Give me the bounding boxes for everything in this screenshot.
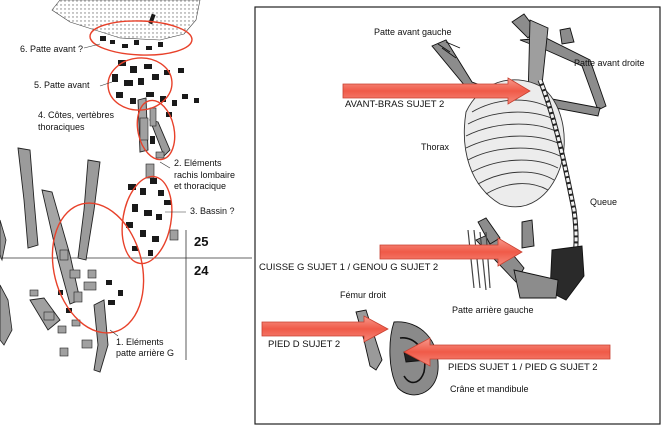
label-femur-droit: Fémur droit xyxy=(340,290,387,300)
arrow-pieds xyxy=(403,337,611,367)
grid-number-24: 24 xyxy=(194,263,209,278)
bone-fragments-grey xyxy=(29,107,179,357)
sediment-area xyxy=(51,0,201,41)
grid-number-25: 25 xyxy=(194,234,209,249)
label-patte-avant-gauche: Patte avant gauche xyxy=(374,27,452,37)
label-bassin: 3. Bassin ? xyxy=(190,206,235,216)
mandible xyxy=(399,337,426,384)
arrow-avant-bras xyxy=(342,77,531,105)
long-bone xyxy=(17,147,39,249)
label-thorax: Thorax xyxy=(421,142,450,152)
arrow-label-pied-d: PIED D SUJET 2 xyxy=(268,339,341,350)
label-elements-line1: 1. Eléments xyxy=(116,337,164,347)
label-rachis-line2: rachis lombaire xyxy=(174,170,236,180)
long-bone xyxy=(93,299,109,373)
arrow-label-cuisse: CUISSE G SUJET 1 / GENOU G SUJET 2 xyxy=(259,262,439,273)
long-bone xyxy=(77,159,101,261)
arrow-cuisse xyxy=(379,237,523,267)
label-cotes-line1: 4. Côtes, vertèbres xyxy=(38,110,115,120)
arrow-pied-d xyxy=(261,315,389,343)
label-cotes-line2: thoraciques xyxy=(38,122,85,132)
arrow-label-avant-bras: AVANT-BRAS SUJET 2 xyxy=(345,99,445,110)
red-arrows xyxy=(261,77,611,367)
ribcage xyxy=(463,79,565,208)
arrow-label-pieds: PIEDS SUJET 1 / PIED G SUJET 2 xyxy=(448,362,598,373)
label-patte-avant: 5. Patte avant xyxy=(34,80,90,90)
label-elements-line2: patte arrière G xyxy=(116,348,175,358)
label-patte-arriere-gauche: Patte arrière gauche xyxy=(452,305,534,315)
label-rachis-line1: 2. Eléments xyxy=(174,158,222,168)
leader-lines xyxy=(83,43,186,337)
annotation-ellipses xyxy=(51,20,193,334)
label-crane: Crâne et mandibule xyxy=(450,384,529,394)
edge-bone xyxy=(0,284,13,346)
right-panel xyxy=(254,6,661,425)
left-panel xyxy=(0,0,252,373)
label-patte-avant-q: 6. Patte avant ? xyxy=(20,44,84,54)
edge-bone xyxy=(0,219,7,262)
label-rachis-line3: et thoracique xyxy=(174,181,227,191)
label-queue: Queue xyxy=(590,197,618,207)
label-patte-avant-droite: Patte avant droite xyxy=(574,58,645,68)
